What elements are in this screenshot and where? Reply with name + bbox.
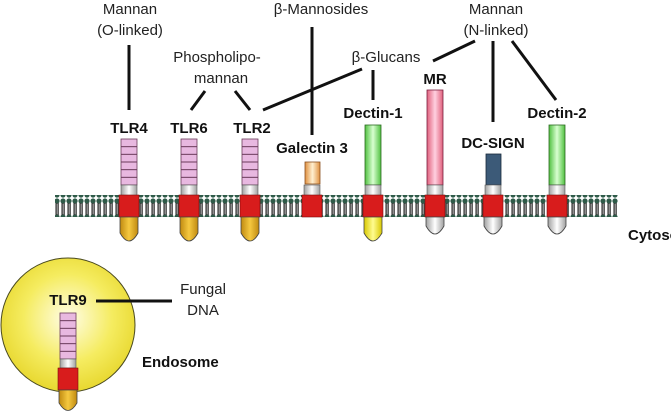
tlr4-cytoplasmic-tail — [119, 216, 139, 242]
receptor-label-tlr4: TLR4 — [110, 120, 148, 137]
ligand-beta-glucans: β-Glucans — [352, 49, 421, 66]
receptor-label-tlr9: TLR9 — [49, 292, 87, 309]
ligand-label: DNA — [187, 302, 219, 319]
ligand-beta-mannosides: β-Mannosides — [274, 1, 369, 18]
dectin1-stalk — [364, 184, 382, 197]
dectin1-ctld — [364, 124, 382, 186]
mr-tm-domain — [424, 194, 446, 218]
ligand-label: Mannan — [469, 1, 523, 18]
tlr6-stalk — [180, 184, 198, 197]
dectin2-tm-domain — [546, 194, 568, 218]
line-mannan-n-dectin2 — [510, 40, 558, 101]
receptor-label-tlr6: TLR6 — [170, 120, 208, 137]
ligand-label: Phospholipo- — [173, 49, 261, 66]
galectin3-stalk — [303, 184, 321, 197]
ligand-fungal-dna: Fungal DNA — [180, 281, 226, 319]
compartment-label-endosome: Endosome — [142, 354, 219, 371]
mr-ectodomain — [426, 89, 444, 186]
ligand-phospholipomannan: Phospholipo- mannan — [173, 49, 261, 87]
dcsign-stalk — [484, 184, 502, 197]
receptor-label-tlr2: TLR2 — [233, 120, 271, 137]
receptor-label-dectin1: Dectin-1 — [343, 105, 402, 122]
tlr4-tm-domain — [118, 194, 140, 218]
ligand-label: mannan — [194, 70, 248, 87]
mr-stalk — [426, 184, 444, 197]
tlr9-tm-domain — [57, 367, 79, 391]
plasma-membrane-right — [310, 195, 618, 217]
dectin2-cytoplasmic-tail — [547, 216, 567, 235]
receptor-group — [57, 89, 568, 411]
ligand-label: Mannan — [103, 1, 157, 18]
receptor-label-dectin2: Dectin-2 — [527, 105, 586, 122]
line-mannan-n-mr — [432, 39, 476, 63]
ligand-label: (N-linked) — [463, 22, 528, 39]
dectin1-tm-domain — [362, 194, 384, 218]
ligand-label: Fungal — [180, 281, 226, 298]
tlr6-tm-domain — [178, 194, 200, 218]
dectin2-stalk — [548, 184, 566, 197]
dcsign-tm-domain — [482, 194, 504, 218]
tlr2-tm-domain — [239, 194, 261, 218]
galectin3-tm-domain — [301, 194, 323, 218]
tlr9-cytoplasmic-tail — [58, 389, 78, 411]
receptor-label-galectin3: Galectin 3 — [276, 140, 348, 157]
ligand-label: (O-linked) — [97, 22, 163, 39]
tlr2-stalk — [241, 184, 259, 197]
ligand-mannan-n-linked: Mannan (N-linked) — [463, 1, 528, 39]
dectin1-cytoplasmic-tail — [363, 216, 383, 242]
ligand-mannan-o-linked: Mannan (O-linked) — [97, 1, 163, 39]
receptor-label-dcsign: DC-SIGN — [461, 135, 524, 152]
tlr9-stalk — [59, 358, 77, 369]
tlr2-cytoplasmic-tail — [240, 216, 260, 242]
mr-cytoplasmic-tail — [425, 216, 445, 235]
galectin3-crd — [304, 161, 321, 185]
tlr6-cytoplasmic-tail — [179, 216, 199, 242]
tlr4-stalk — [120, 184, 138, 197]
line-plm-tlr6 — [189, 90, 207, 111]
dectin2-ctld — [548, 124, 566, 186]
compartment-label-cytosol: Cytosol — [628, 227, 671, 244]
dcsign-crd — [485, 153, 502, 186]
dcsign-cytoplasmic-tail — [483, 216, 503, 235]
receptor-label-mr: MR — [423, 71, 446, 88]
line-plm-tlr2 — [233, 90, 252, 111]
